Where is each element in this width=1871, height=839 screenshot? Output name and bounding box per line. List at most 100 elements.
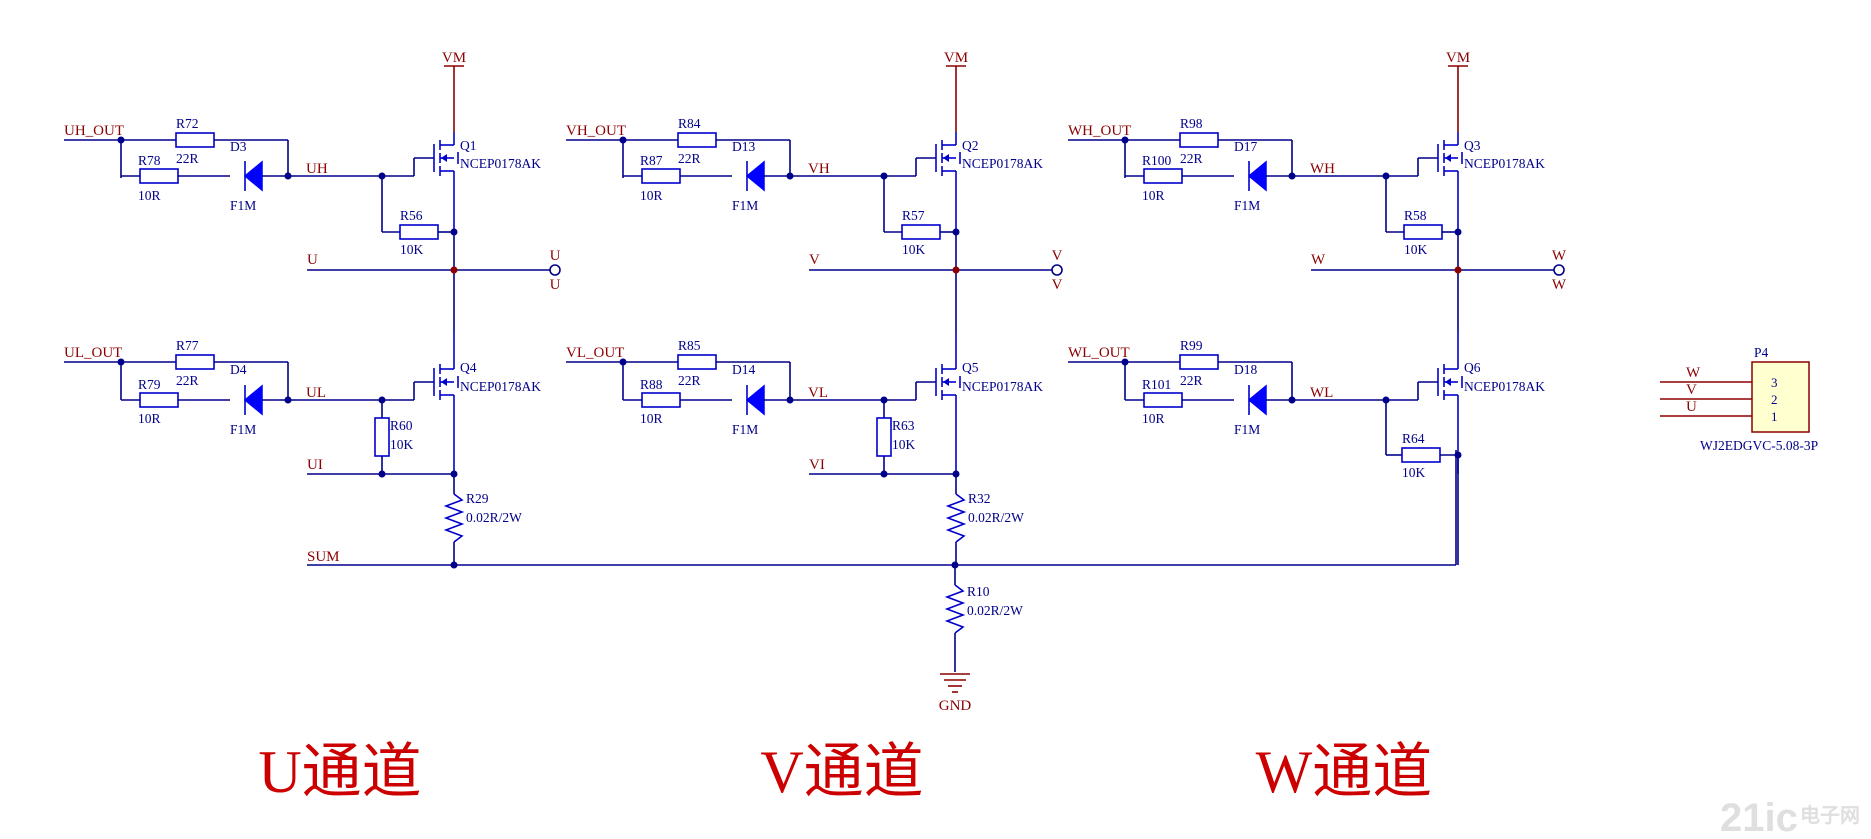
gate-high-label: VH [808, 161, 830, 177]
mosfet-high-part: NCEP0178AK [460, 156, 541, 171]
vm-label: VM [1446, 50, 1470, 66]
vm-label: VM [442, 50, 466, 66]
phase-port-bottom: U [550, 277, 561, 293]
connector-part: WJ2EDGVC-5.08-3P [1700, 438, 1818, 453]
phase-port-top: V [1052, 248, 1063, 264]
gate-low-label: WL [1310, 385, 1333, 401]
r-gate-high-value: 10R [138, 188, 161, 203]
r-series-high-value: 22R [1180, 151, 1203, 166]
diode-low-value: F1M [1234, 422, 1260, 437]
r-shunt-ref: R32 [968, 491, 991, 506]
gate-high-label: UH [306, 161, 328, 177]
diode-low-value: F1M [230, 422, 256, 437]
connector-pin-3: 3 [1771, 375, 1778, 390]
phase-port-bottom: V [1052, 277, 1063, 293]
r-pulldown-high-value: 10K [400, 242, 424, 257]
r-pulldown-low-ref: R63 [892, 418, 915, 433]
r-gate-low-value: 10R [138, 411, 161, 426]
r-pulldown-low-ref: R60 [390, 418, 413, 433]
connector-ref: P4 [1754, 345, 1769, 360]
r-shunt-value: 0.02R/2W [968, 510, 1024, 525]
mosfet-high-ref: Q3 [1464, 138, 1481, 153]
main-shunt-ref: R10 [967, 584, 990, 599]
r-pulldown-high-value: 10K [1404, 242, 1428, 257]
r-gate-high-ref: R100 [1142, 153, 1172, 168]
diode-high-value: F1M [230, 198, 256, 213]
phase-label: V [809, 252, 820, 268]
r-series-high-ref: R72 [176, 116, 199, 131]
r-gate-high-ref: R87 [640, 153, 663, 168]
r-series-high-ref: R84 [678, 116, 701, 131]
phase-port-bottom: W [1552, 277, 1567, 293]
diode-low-ref: D14 [732, 362, 755, 377]
r-pulldown-high-ref: R58 [1404, 208, 1427, 223]
r-gate-low-value: 10R [640, 411, 663, 426]
gnd-label: GND [939, 698, 972, 714]
connector-p4: P4 W V U 3 2 1 WJ2EDGVC-5.08-3P [1660, 345, 1818, 453]
diode-high-ref: D17 [1234, 139, 1257, 154]
mosfet-low-part: NCEP0178AK [1464, 379, 1545, 394]
main-shunt-value: 0.02R/2W [967, 603, 1023, 618]
r-shunt-ref: R29 [466, 491, 489, 506]
gate-high-label: WH [1310, 161, 1335, 177]
r-series-low-value: 22R [678, 373, 701, 388]
mosfet-low-ref: Q4 [460, 360, 477, 375]
channel-title: V通道 [760, 739, 923, 805]
mosfet-high-ref: Q2 [962, 138, 979, 153]
mosfet-high-part: NCEP0178AK [962, 156, 1043, 171]
watermark-logo: 21ic 电子网 [1720, 796, 1860, 839]
r-series-low-ref: R85 [678, 338, 701, 353]
r-pulldown-low-value: 10K [390, 437, 414, 452]
mosfet-low-ref: Q5 [962, 360, 979, 375]
diode-high-ref: D13 [732, 139, 755, 154]
input-low-label: UL_OUT [64, 345, 122, 361]
r-series-low-value: 22R [1180, 373, 1203, 388]
r-gate-high-value: 10R [1142, 188, 1165, 203]
r-pulldown-high-ref: R56 [400, 208, 423, 223]
sum-label: SUM [307, 549, 340, 565]
input-high-label: UH_OUT [64, 123, 124, 139]
r-series-low-value: 22R [176, 373, 199, 388]
input-low-label: WL_OUT [1068, 345, 1130, 361]
connector-net-u: U [1686, 399, 1697, 415]
phase-port-top: U [550, 248, 561, 264]
connector-pin-2: 2 [1771, 392, 1778, 407]
vm-label: VM [944, 50, 968, 66]
sense-label: UI [307, 457, 323, 473]
r-pulldown-high-value: 10K [902, 242, 926, 257]
gate-low-label: VL [808, 385, 828, 401]
r-pulldown-low-ref: R64 [1402, 431, 1425, 446]
input-high-label: VH_OUT [566, 123, 626, 139]
channel-title: U通道 [258, 739, 421, 805]
phase-label: U [307, 252, 318, 268]
r-series-high-value: 22R [678, 151, 701, 166]
mosfet-low-ref: Q6 [1464, 360, 1481, 375]
connector-net-w: W [1686, 365, 1701, 381]
r-pulldown-low-value: 10K [1402, 465, 1426, 480]
diode-low-value: F1M [732, 422, 758, 437]
mosfet-low-part: NCEP0178AK [460, 379, 541, 394]
gate-low-label: UL [306, 385, 326, 401]
r-series-high-ref: R98 [1180, 116, 1203, 131]
diode-low-ref: D4 [230, 362, 247, 377]
diode-high-ref: D3 [230, 139, 247, 154]
r-gate-low-value: 10R [1142, 411, 1165, 426]
connector-net-v: V [1686, 382, 1697, 398]
r-pulldown-high-ref: R57 [902, 208, 925, 223]
r-gate-high-ref: R78 [138, 153, 161, 168]
mosfet-low-part: NCEP0178AK [962, 379, 1043, 394]
input-high-label: WH_OUT [1068, 123, 1131, 139]
watermark-text: 电子网 [1800, 804, 1860, 827]
r-series-low-ref: R77 [176, 338, 199, 353]
diode-high-value: F1M [732, 198, 758, 213]
r-pulldown-low-value: 10K [892, 437, 916, 452]
r-series-high-value: 22R [176, 151, 199, 166]
diode-low-ref: D18 [1234, 362, 1257, 377]
r-gate-high-value: 10R [640, 188, 663, 203]
input-low-label: VL_OUT [566, 345, 624, 361]
ground-symbol: GND [939, 673, 972, 714]
phase-label: W [1311, 252, 1326, 268]
